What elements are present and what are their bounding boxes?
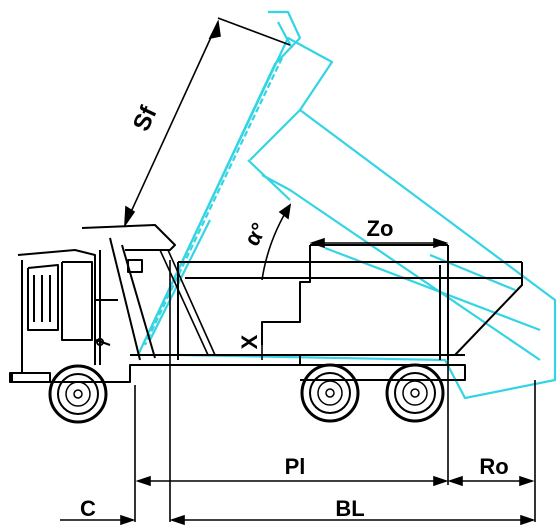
label-alpha: α° bbox=[239, 218, 272, 250]
middle-rear-wheel bbox=[300, 363, 360, 423]
label-c: C bbox=[80, 496, 96, 521]
label-bl: BL bbox=[335, 496, 364, 521]
label-x: X bbox=[237, 334, 262, 349]
truck-cab bbox=[9, 224, 176, 383]
front-wheel bbox=[48, 364, 108, 424]
last-rear-wheel bbox=[385, 363, 445, 423]
label-sf: Sf bbox=[128, 101, 163, 135]
label-pl: Pl bbox=[285, 454, 306, 479]
label-ro: Ro bbox=[479, 454, 508, 479]
dimension-lines bbox=[60, 17, 536, 526]
label-zo: Zo bbox=[367, 216, 394, 241]
